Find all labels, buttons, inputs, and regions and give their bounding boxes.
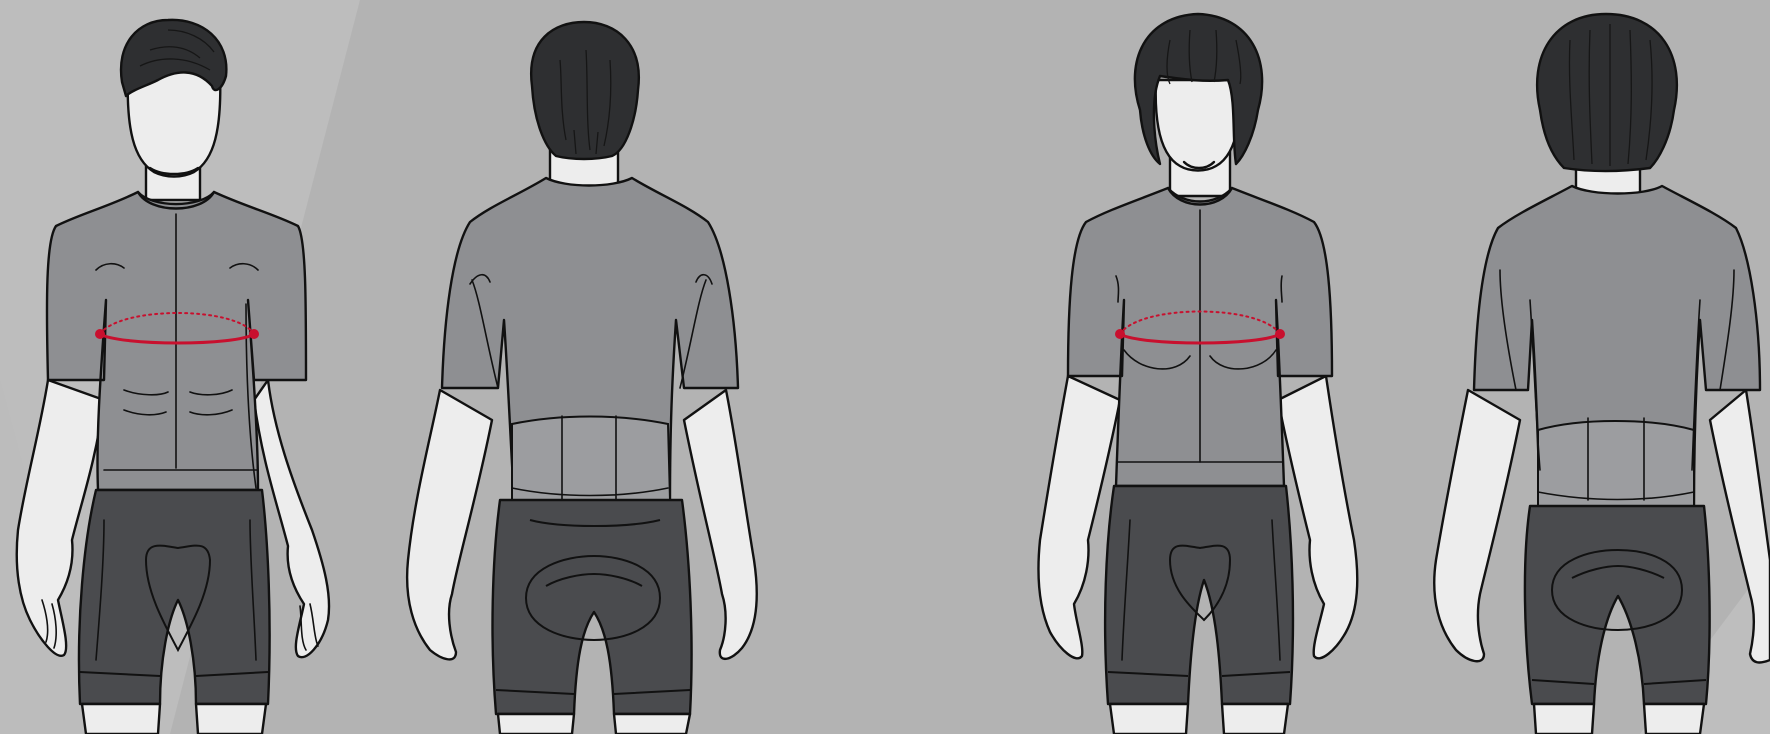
male-chest-measure-left-dot [95,329,105,339]
female-chest-measure-left-dot [1115,329,1125,339]
male-chest-measure-right-dot [249,329,259,339]
female-back-left-arm [1434,390,1520,661]
male-back-figure [407,22,757,734]
female-back-pockets [1538,421,1694,506]
male-back-right-arm [684,390,757,659]
female-front-shorts [1105,486,1293,704]
female-chest-measure-right-dot [1275,329,1285,339]
female-front-figure [1038,14,1357,734]
female-back-shorts [1525,506,1710,704]
male-back-shorts [493,500,692,714]
female-back-hair [1537,14,1677,171]
female-front-head [1156,80,1241,171]
male-back-pockets [512,417,670,501]
male-back-hair [531,22,639,159]
male-back-left-arm [407,390,492,659]
female-back-figure [1434,14,1770,734]
